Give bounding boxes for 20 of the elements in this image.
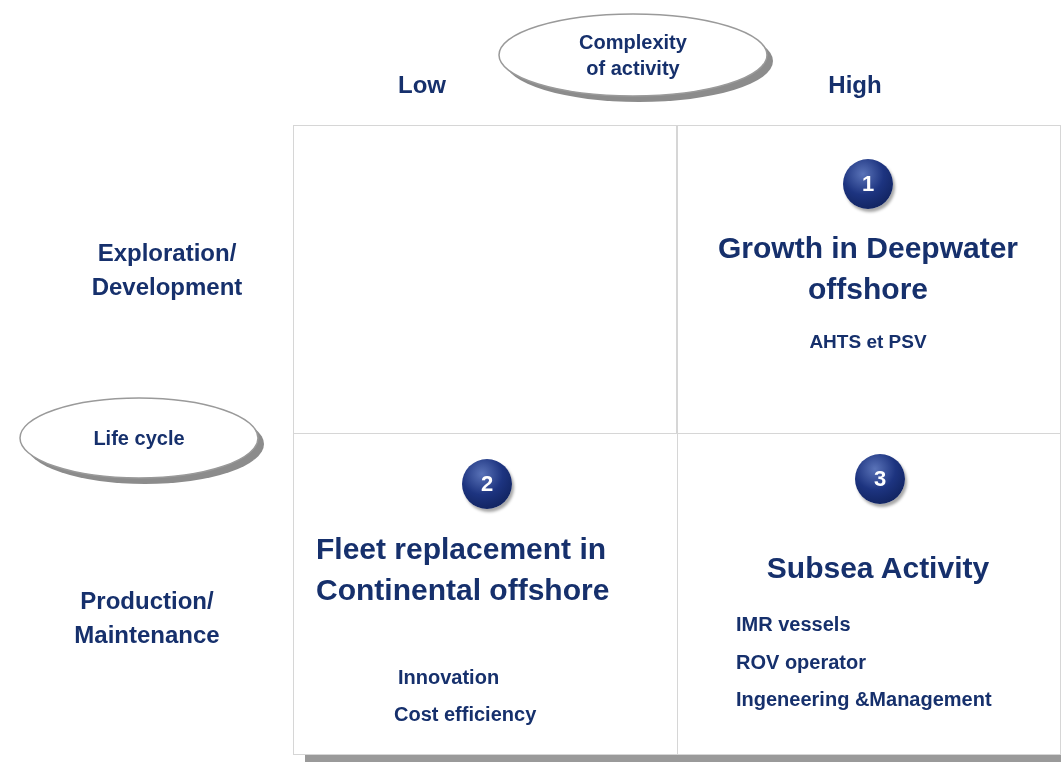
axis-label: High <box>827 70 883 100</box>
quadrant-item: Cost efficiency <box>394 702 538 727</box>
number-badge: 3 <box>855 454 905 504</box>
quadrant-item: Innovation <box>398 665 501 690</box>
quadrant-heading: Fleet replacement in Continental offshore <box>316 531 611 608</box>
number-badge: 2 <box>462 459 512 509</box>
quadrant-item: IMR vessels <box>736 612 852 637</box>
quadrant-heading: Subsea Activity <box>765 550 991 586</box>
quadrant-cell <box>293 125 677 434</box>
quadrant-cell <box>677 433 1061 755</box>
quadrant-heading: Growth in Deepwater offshore <box>716 230 1019 307</box>
axis-label: Production/ Maintenance <box>73 586 221 650</box>
number-badge: 1 <box>843 159 893 209</box>
axis-label: Low <box>397 70 447 100</box>
quadrant-item: Ingeneering &Management <box>736 687 993 712</box>
quadrant-item: ROV operator <box>736 650 868 675</box>
quadrant-cell <box>293 433 678 755</box>
quadrant-item: AHTS et PSV <box>808 330 928 354</box>
quadrant-cell <box>677 125 1061 434</box>
axis-label: Exploration/ Development <box>90 238 244 302</box>
